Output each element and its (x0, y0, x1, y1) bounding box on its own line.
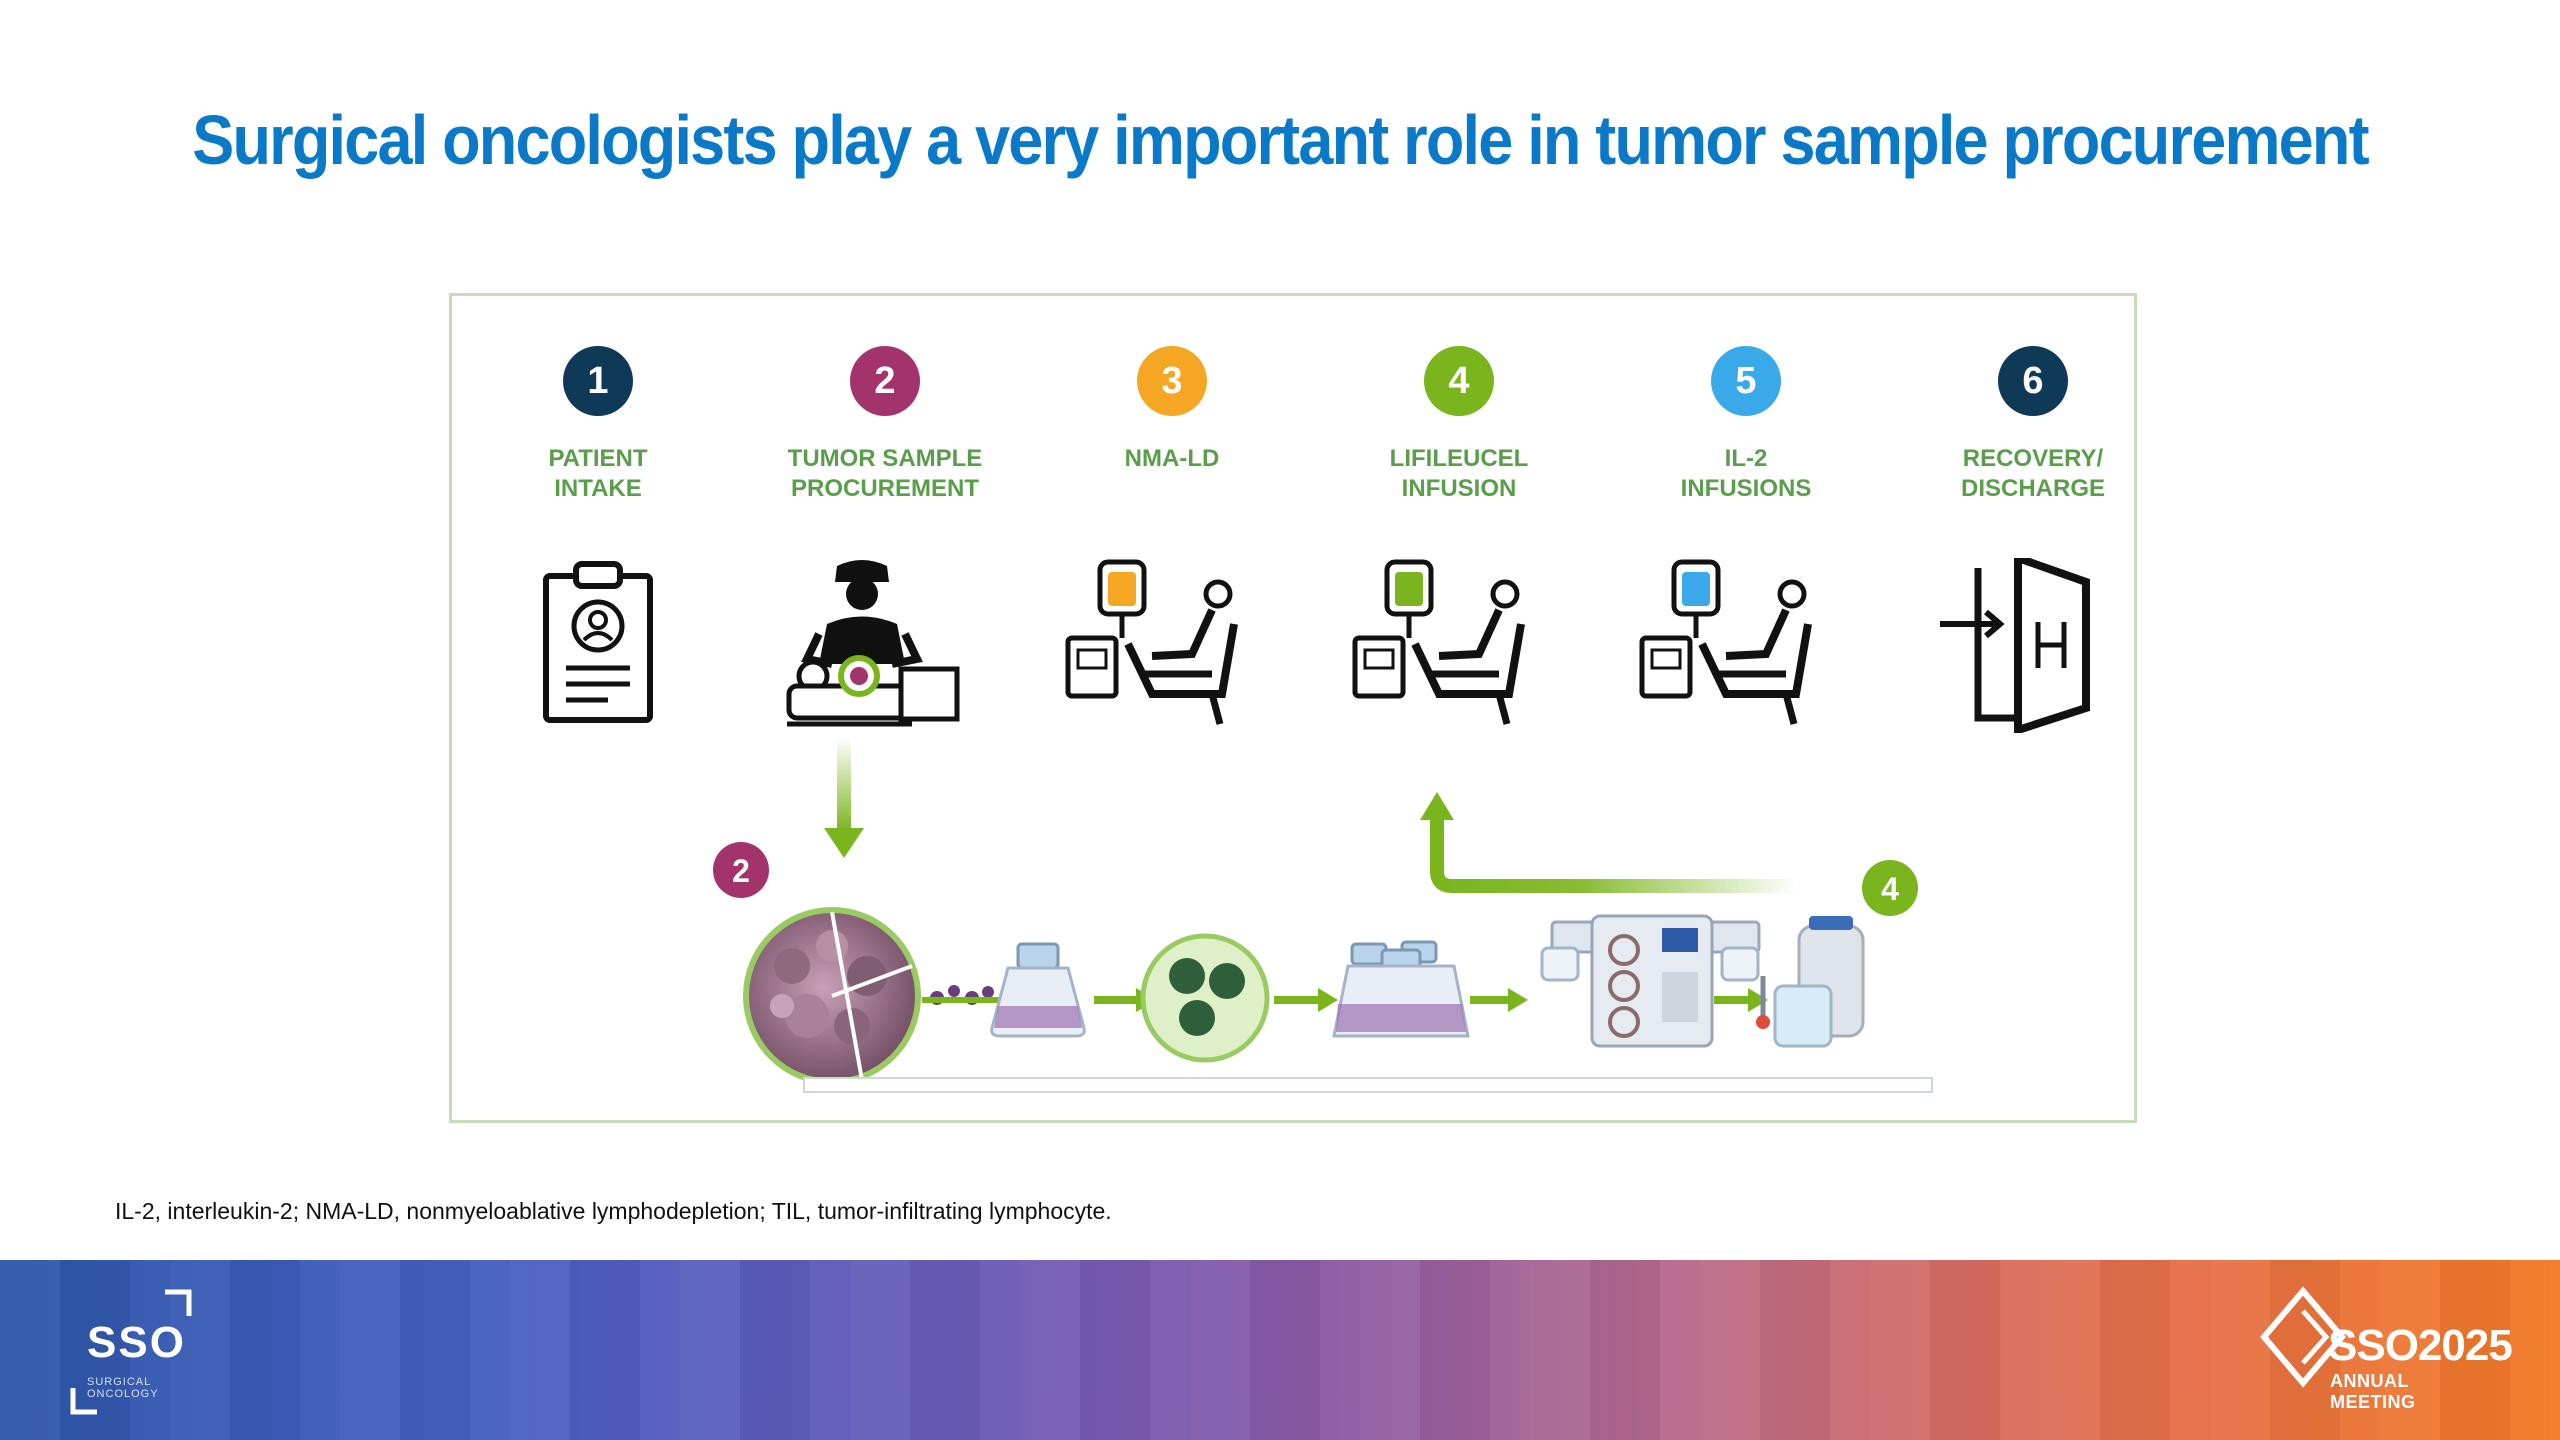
clipboard-icon (543, 561, 653, 723)
infusion-chair-icon (1352, 559, 1525, 725)
down-arrow (837, 738, 851, 832)
infusion-chair-icon (1639, 559, 1812, 725)
step-6: 6 RECOVERY/ DISCHARGE (1913, 346, 2153, 504)
manufacturing-process: 2 4 (713, 738, 1933, 1093)
step-1: 1 PATIENT INTAKE (478, 346, 718, 504)
step-3: 3 NMA-LD (1052, 346, 1292, 474)
step-1-badge: 1 (563, 346, 633, 416)
sso-logo-text: SSO (87, 1318, 186, 1367)
step-6-badge: 6 (1998, 346, 2068, 416)
sso2025-logo: SSO2025 ANNUAL MEETING (2258, 1285, 2513, 1415)
step-2-badge: 2 (850, 346, 920, 416)
sso-bracket-icon (70, 1289, 192, 1415)
processing-machine-icon (1540, 914, 1761, 1048)
step-6-label: RECOVERY/ DISCHARGE (1960, 445, 2105, 502)
step-3-label: NMA-LD (1124, 445, 1220, 472)
cell-expansion-icon (1140, 933, 1270, 1063)
culture-flask-icon (990, 942, 1086, 1038)
process-badge-end (1862, 860, 1918, 916)
step-2: 2 TUMOR SAMPLE PROCUREMENT (765, 346, 1005, 504)
sso-logo: SSO SURGICAL ONCOLOGY (65, 1288, 205, 1418)
tumor-sample-icon (743, 907, 921, 1085)
footer-banner: SSO SURGICAL ONCOLOGY SSO2025 ANNUAL MEE… (0, 1260, 2560, 1440)
step-3-badge: 3 (1137, 346, 1207, 416)
culture-flasks-icon (1332, 940, 1470, 1038)
process-diagram: 1 PATIENT INTAKE 2 TUMOR SAMPLE PROCUREM… (449, 293, 2137, 1123)
hospital-exit-icon (1940, 558, 2090, 733)
step-2-label: TUMOR SAMPLE PROCUREMENT (787, 445, 983, 502)
step-5-label: IL-2 INFUSIONS (1680, 445, 1812, 502)
sso-logo-subtext: SURGICAL ONCOLOGY (87, 1376, 159, 1400)
surgeon-icon (786, 560, 960, 727)
sso2025-logo-text: SSO2025 (2328, 1321, 2513, 1370)
step-5-badge: 5 (1711, 346, 1781, 416)
infusion-chair-icon (1065, 559, 1238, 725)
step-4: 4 LIFILEUCEL INFUSION (1339, 346, 1579, 504)
step-4-badge: 4 (1424, 346, 1494, 416)
process-badge-start-text: 2 (732, 853, 750, 889)
diamond-logo-icon (2260, 1286, 2346, 1388)
step-5: 5 IL-2 INFUSIONS (1626, 346, 1866, 504)
process-badge-start (713, 842, 769, 898)
process-badge-end-text: 4 (1881, 871, 1899, 907)
return-arrow (1430, 816, 1797, 893)
cryo-storage-icon (1756, 916, 1865, 1048)
sso2025-logo-subtext: ANNUAL MEETING (2330, 1371, 2416, 1412)
step-4-label: LIFILEUCEL INFUSION (1389, 445, 1529, 502)
footnote: IL-2, interleukin-2; NMA-LD, nonmyeloabl… (115, 1198, 1112, 1224)
footer-texture (0, 1260, 2560, 1440)
step-1-label: PATIENT INTAKE (548, 445, 648, 502)
slide-title: Surgical oncologists play a very importa… (192, 101, 2369, 179)
